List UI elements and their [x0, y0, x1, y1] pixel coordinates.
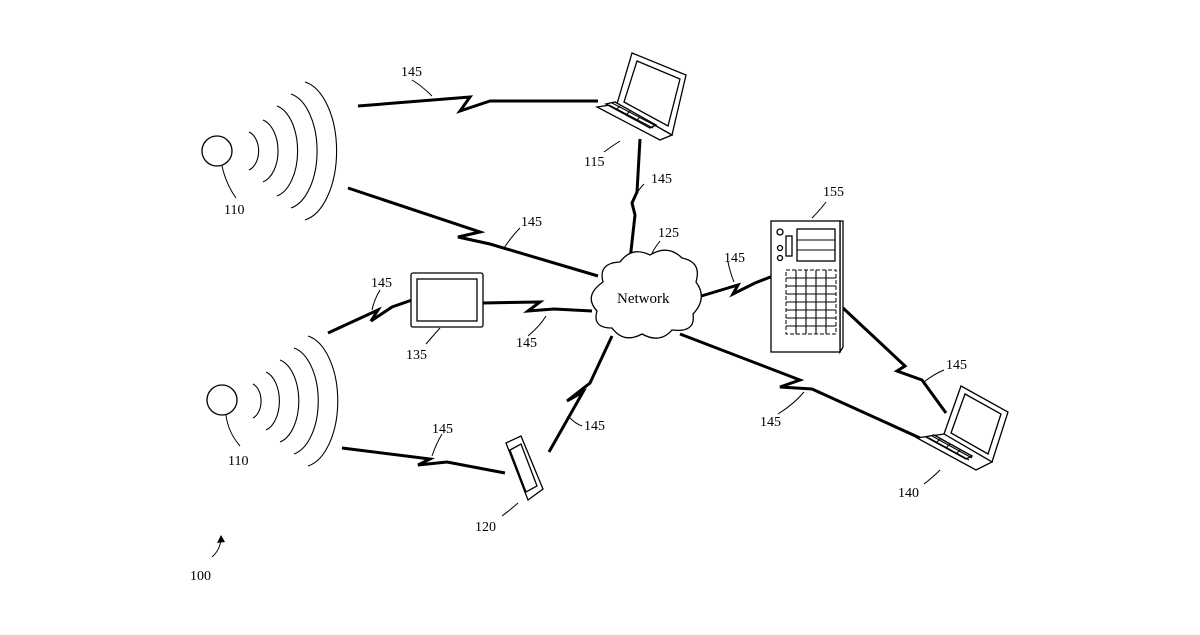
label-antenna-bottom: 110: [228, 454, 248, 469]
label-antenna-top: 110: [224, 203, 244, 218]
label-link-6: 145: [724, 251, 745, 266]
antenna-top-wave-1: [249, 132, 259, 170]
label-laptop-top: 115: [584, 155, 604, 170]
label-link-10: 145: [946, 358, 967, 373]
label-link-4: 145: [371, 276, 392, 291]
link-antenna-top-network: [348, 188, 598, 276]
leader-link-2: [634, 184, 644, 198]
antenna-bottom-wave-5: [308, 336, 338, 466]
label-link-8: 145: [432, 422, 453, 437]
link-phone-network: [549, 336, 612, 452]
label-network: 125: [658, 226, 679, 241]
laptop-top-icon: [597, 53, 686, 140]
antenna-bottom-wave-2: [266, 372, 279, 430]
label-link-7: 145: [584, 419, 605, 434]
label-link-3: 145: [521, 215, 542, 230]
antenna-bottom-wave-3: [280, 360, 299, 442]
server-drive-bay: [797, 229, 835, 261]
link-server-laptop-right: [843, 308, 946, 413]
antenna-top-wave-4: [291, 94, 317, 208]
leader-laptop-top: [604, 141, 620, 152]
label-link-1: 145: [401, 65, 422, 80]
leader-link-10: [924, 370, 944, 382]
link-tablet-network: [483, 302, 592, 311]
antenna-top: [202, 82, 337, 220]
antenna-top-wave-5: [305, 82, 337, 220]
label-laptop-right: 140: [898, 486, 919, 501]
server-button-1: [778, 246, 783, 251]
label-phone: 120: [475, 520, 496, 535]
leader-phone: [502, 503, 518, 516]
antenna-bottom-wave-1: [253, 384, 261, 418]
antenna-bottom: [207, 336, 338, 466]
leader-server: [812, 202, 826, 218]
phone-icon: [506, 436, 543, 500]
tablet-icon: [411, 273, 483, 327]
server-icon: [771, 221, 843, 352]
link-antenna-bottom-tablet: [328, 300, 412, 333]
link-antenna-top-laptop-top: [358, 97, 598, 111]
label-server: 155: [823, 185, 844, 200]
figure-ref-arrowhead: [217, 535, 225, 543]
leader-link-8: [432, 434, 442, 456]
leader-link-9: [778, 392, 804, 414]
laptop-right-icon: [917, 386, 1008, 470]
server-slot: [786, 236, 792, 256]
label-link-2: 145: [651, 172, 672, 187]
leader-link-3: [504, 228, 520, 248]
label-tablet: 135: [406, 348, 427, 363]
leader-link-5: [528, 316, 546, 336]
server-power: [777, 229, 783, 235]
antenna-top-wave-3: [277, 106, 298, 196]
antenna-bottom-node: [207, 385, 237, 415]
leader-link-7: [570, 418, 582, 426]
leader-link-4: [372, 290, 380, 310]
network-label: Network: [617, 291, 670, 307]
network-cloud: Network: [591, 250, 701, 338]
server-button-2: [778, 256, 783, 261]
leader-antenna-top: [222, 166, 236, 198]
link-laptop-top-network: [630, 139, 640, 260]
figure-number: 100: [190, 569, 211, 584]
leader-tablet: [426, 328, 440, 344]
antenna-top-wave-2: [263, 120, 278, 182]
tablet-screen: [417, 279, 477, 321]
antenna-top-node: [202, 136, 232, 166]
leader-link-1: [412, 80, 432, 96]
link-network-server: [698, 276, 773, 297]
label-link-5: 145: [516, 336, 537, 351]
leader-antenna-bottom: [226, 415, 240, 446]
link-antenna-bottom-phone: [342, 448, 505, 473]
label-link-9: 145: [760, 415, 781, 430]
antenna-bottom-wave-4: [294, 348, 318, 454]
leader-laptop-right: [924, 470, 940, 484]
